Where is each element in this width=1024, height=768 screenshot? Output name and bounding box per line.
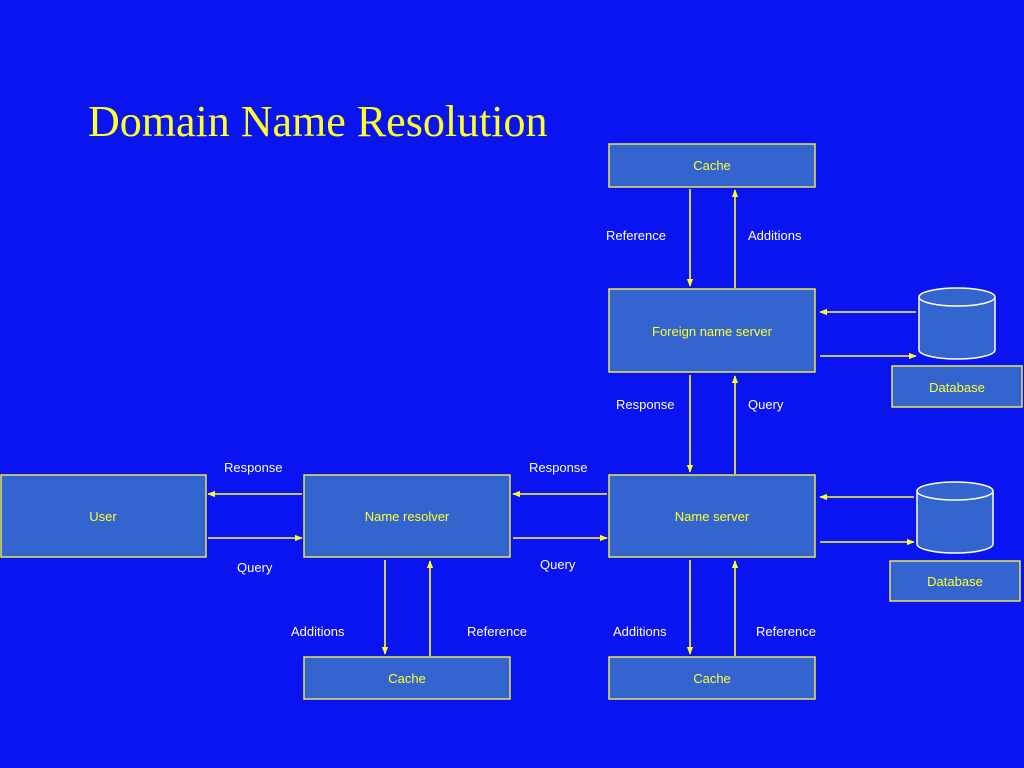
label-foreign-query: Query: [748, 397, 784, 412]
cache-server-node: Cache: [608, 656, 816, 700]
user-label: User: [89, 509, 117, 524]
label-cache-top-additions: Additions: [748, 228, 802, 243]
label-resolver-query: Query: [540, 557, 576, 572]
label-user-query: Query: [237, 560, 273, 575]
label-user-response: Response: [224, 460, 283, 475]
database-bottom-label: Database: [927, 574, 983, 589]
name-server-label: Name server: [675, 509, 750, 524]
label-cache-server-additions: Additions: [613, 624, 667, 639]
foreign-name-server-label: Foreign name server: [652, 324, 773, 339]
foreign-name-server-node: Foreign name server: [608, 288, 816, 373]
cache-resolver-label: Cache: [388, 671, 426, 686]
database-top-node: Database: [891, 287, 1023, 408]
cache-resolver-node: Cache: [303, 656, 511, 700]
label-cache-resolver-reference: Reference: [467, 624, 527, 639]
name-resolver-node: Name resolver: [303, 474, 511, 558]
label-cache-server-reference: Reference: [756, 624, 816, 639]
cache-server-label: Cache: [693, 671, 731, 686]
name-server-node: Name server: [608, 474, 816, 558]
label-resolver-response: Response: [529, 460, 588, 475]
database-bottom-node: Database: [889, 481, 1021, 602]
cache-top-label: Cache: [693, 158, 731, 173]
name-resolver-label: Name resolver: [365, 509, 450, 524]
label-foreign-response: Response: [616, 397, 675, 412]
label-cache-top-reference: Reference: [606, 228, 666, 243]
label-cache-resolver-additions: Additions: [291, 624, 345, 639]
database-top-label: Database: [929, 380, 985, 395]
user-node: User: [0, 474, 207, 558]
slide-title: Domain Name Resolution: [88, 97, 548, 146]
cylinder-icon: [916, 481, 994, 554]
cylinder-icon: [918, 287, 996, 360]
cache-top-node: Cache: [608, 143, 816, 188]
